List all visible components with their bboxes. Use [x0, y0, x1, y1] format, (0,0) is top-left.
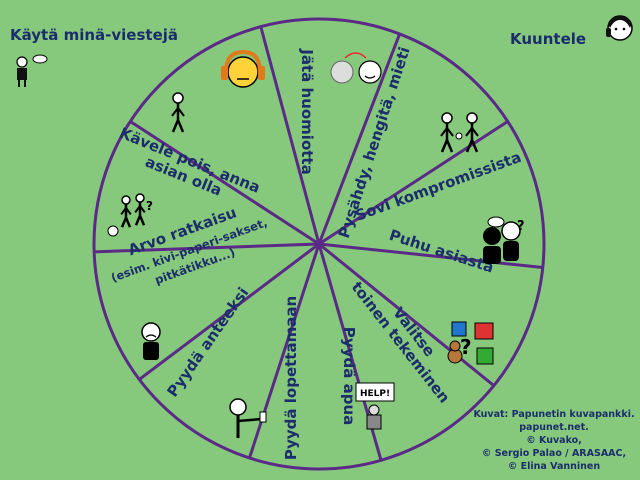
credit-line: © Kuvako,: [526, 435, 582, 446]
wheel-spoke: [259, 26, 321, 245]
credit-line: Kuvat: Papunetin kuvapankki.: [473, 409, 635, 420]
credit-line: © Elina Vanninen: [507, 461, 601, 472]
segment-label: Pyydä apua: [340, 327, 358, 426]
help-sign-icon: HELP!: [355, 382, 395, 430]
speaking-person-icon: [16, 54, 48, 87]
talking-people-icon: ?: [483, 216, 525, 264]
calm-faces-icon: [330, 52, 382, 84]
svg-text:?: ?: [517, 219, 525, 234]
segment-label: Jätä huomiotta: [298, 48, 316, 174]
stop-gesture-icon: [229, 398, 267, 438]
svg-text:?: ?: [146, 199, 153, 213]
wheel-spoke: [138, 242, 320, 381]
credit-line: papunet.net.: [519, 422, 589, 433]
use-i-messages-title: Käytä minä-viestejä: [10, 26, 179, 44]
wheel-spoke: [129, 120, 320, 246]
svg-text:HELP!: HELP!: [360, 389, 390, 399]
svg-text:?: ?: [460, 335, 472, 359]
walking-person-icon: [171, 92, 185, 133]
wheel-spoke: [318, 242, 543, 270]
image-credits: Kuvat: Papunetin kuvapankki. papunet.net…: [470, 408, 638, 473]
toys-icon: ?: [447, 321, 494, 365]
wheel-spoke: [318, 120, 509, 246]
credit-line: © Sergio Palao / ARASAAC,: [481, 448, 627, 459]
wheel-spoke: [317, 33, 402, 245]
listening-face-icon: [606, 15, 633, 41]
sad-face-icon: [141, 322, 161, 360]
wheel-spoke: [94, 242, 320, 254]
headphones-face-icon: [221, 49, 265, 88]
handshake-icon: [440, 112, 479, 153]
rock-paper-icon: ?: [107, 193, 153, 237]
listen-title: Kuuntele: [510, 30, 587, 48]
wheel-spoke: [318, 242, 495, 387]
segment-label: Pyydä lopettamaan: [282, 296, 300, 460]
